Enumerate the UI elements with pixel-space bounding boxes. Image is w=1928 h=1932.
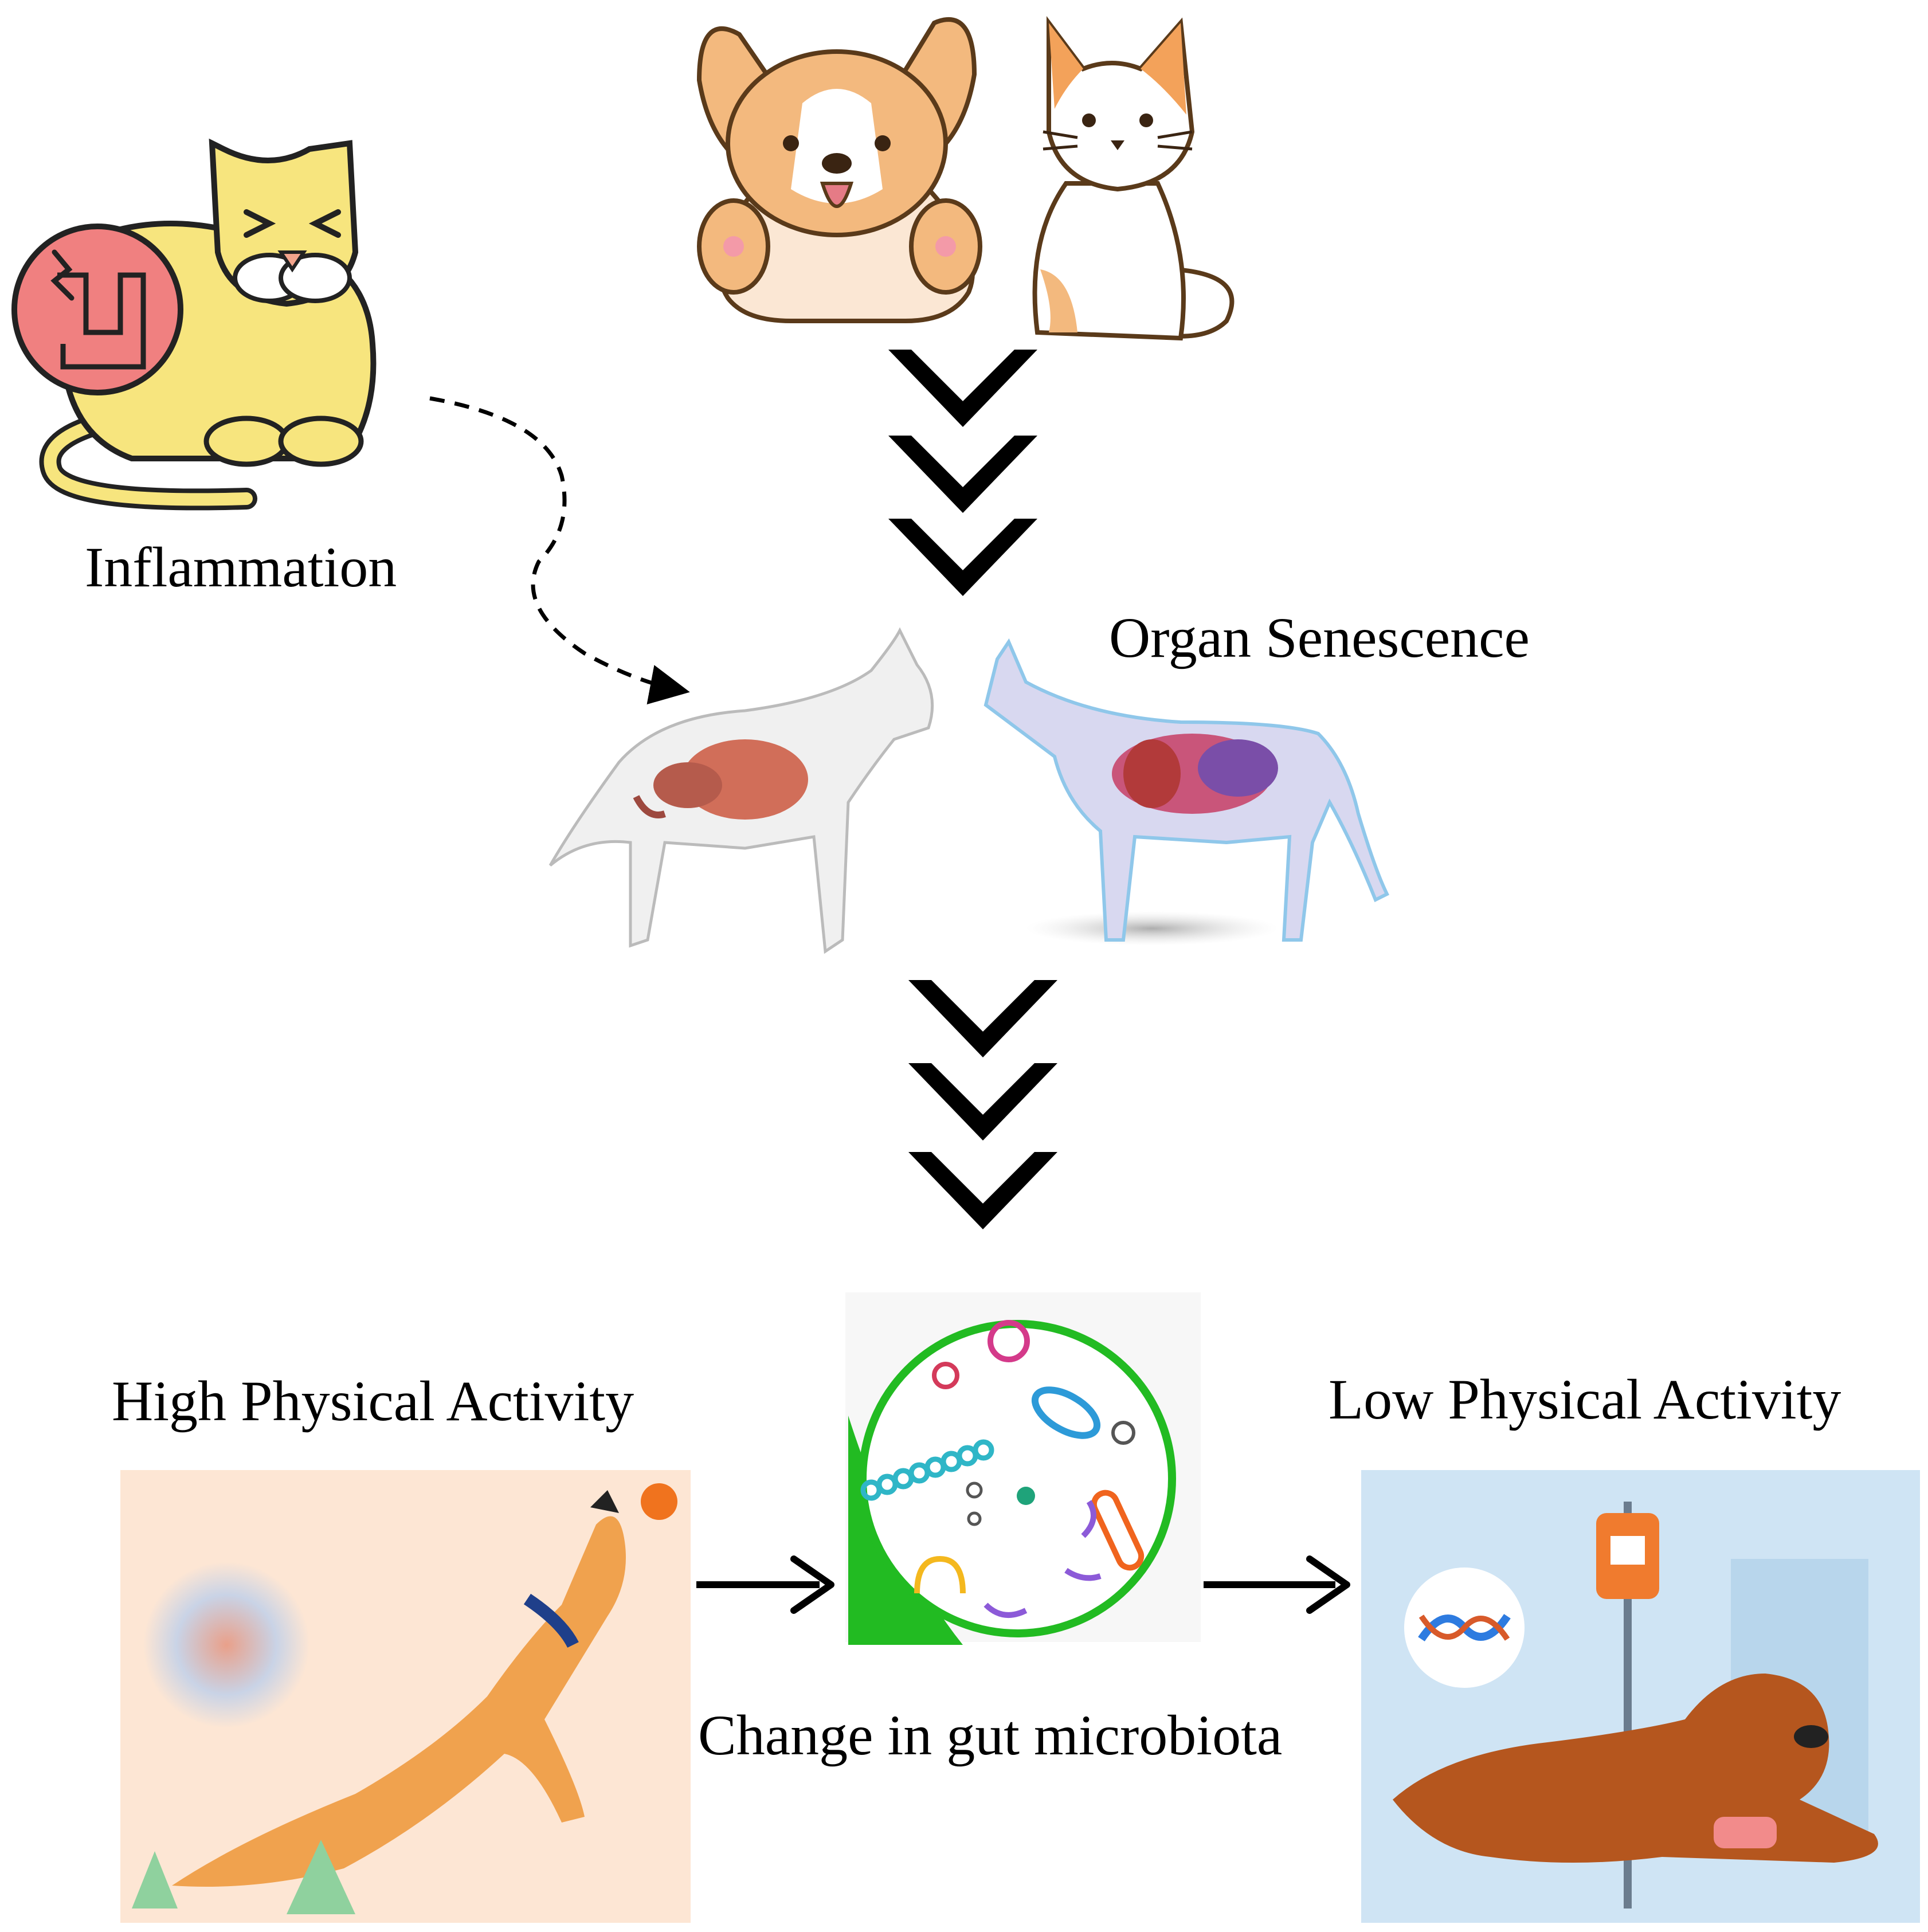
cat-cartoon-icon: [1032, 16, 1235, 341]
active-dog-icon: [120, 1470, 691, 1923]
dog-cartoon-icon: [696, 17, 982, 323]
inflammation-label: Inflammation: [85, 535, 397, 599]
right-arrow-1: [696, 1555, 834, 1614]
sick-dog-icon: [1361, 1470, 1920, 1923]
low-activity-label: Low Physical Activity: [1329, 1367, 1841, 1431]
cat-anatomy-icon: [983, 638, 1390, 946]
high-activity-label: High Physical Activity: [112, 1369, 634, 1433]
down-chevrons-bottom: [908, 980, 1057, 1229]
sick-cat-icon: [11, 138, 377, 511]
dashed-arrow: [429, 396, 690, 705]
dog-anatomy-icon: [548, 627, 934, 954]
right-arrow-2: [1204, 1555, 1350, 1614]
gut-microbiota-label: Change in gut microbiota: [698, 1703, 1283, 1767]
down-chevrons-top: [888, 350, 1037, 596]
gut-microbiota-icon: [845, 1292, 1201, 1645]
organ-senescence-label: Organ Senescence: [1109, 606, 1530, 669]
